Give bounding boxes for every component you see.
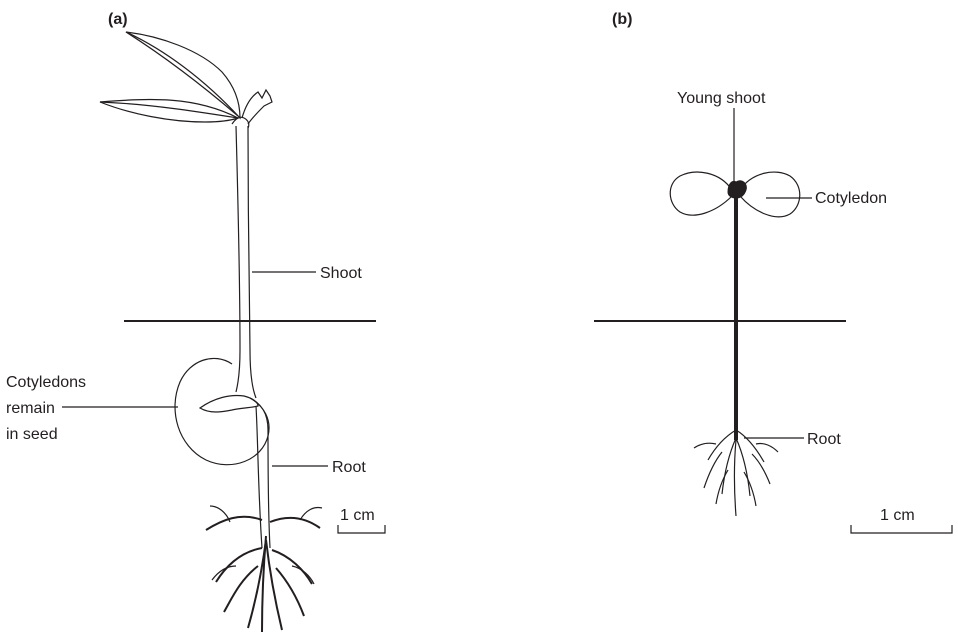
panel-a-cotyledons-label-2: remain xyxy=(6,400,55,417)
panel-a-seed xyxy=(175,358,269,464)
panel-a-cotyledons-label-1: Cotyledons xyxy=(6,374,86,391)
panel-b: (b) Young xyxy=(594,11,952,533)
panel-b-root xyxy=(694,430,778,516)
panel-b-stem xyxy=(734,196,738,440)
panel-a-root-label: Root xyxy=(332,459,366,476)
panel-b-root-label: Root xyxy=(807,431,841,448)
panel-b-young-shoot-label: Young shoot xyxy=(677,90,766,107)
panel-a-scale-bar: 1 cm xyxy=(338,507,385,533)
panel-a-label: (a) xyxy=(108,11,128,28)
panel-a: (a) xyxy=(6,11,385,632)
panel-a-shoot-stem xyxy=(236,126,256,398)
panel-b-scale-bar: 1 cm xyxy=(851,507,952,533)
panel-a-scale-label: 1 cm xyxy=(340,507,375,524)
panel-b-scale-label: 1 cm xyxy=(880,507,915,524)
panel-a-root xyxy=(206,398,322,632)
panel-a-leaves xyxy=(100,32,272,128)
panel-b-label: (b) xyxy=(612,11,632,28)
panel-a-cotyledons-label-3: in seed xyxy=(6,426,58,443)
panel-b-cotyledon-label: Cotyledon xyxy=(815,190,887,207)
panel-a-shoot-label: Shoot xyxy=(320,265,362,282)
